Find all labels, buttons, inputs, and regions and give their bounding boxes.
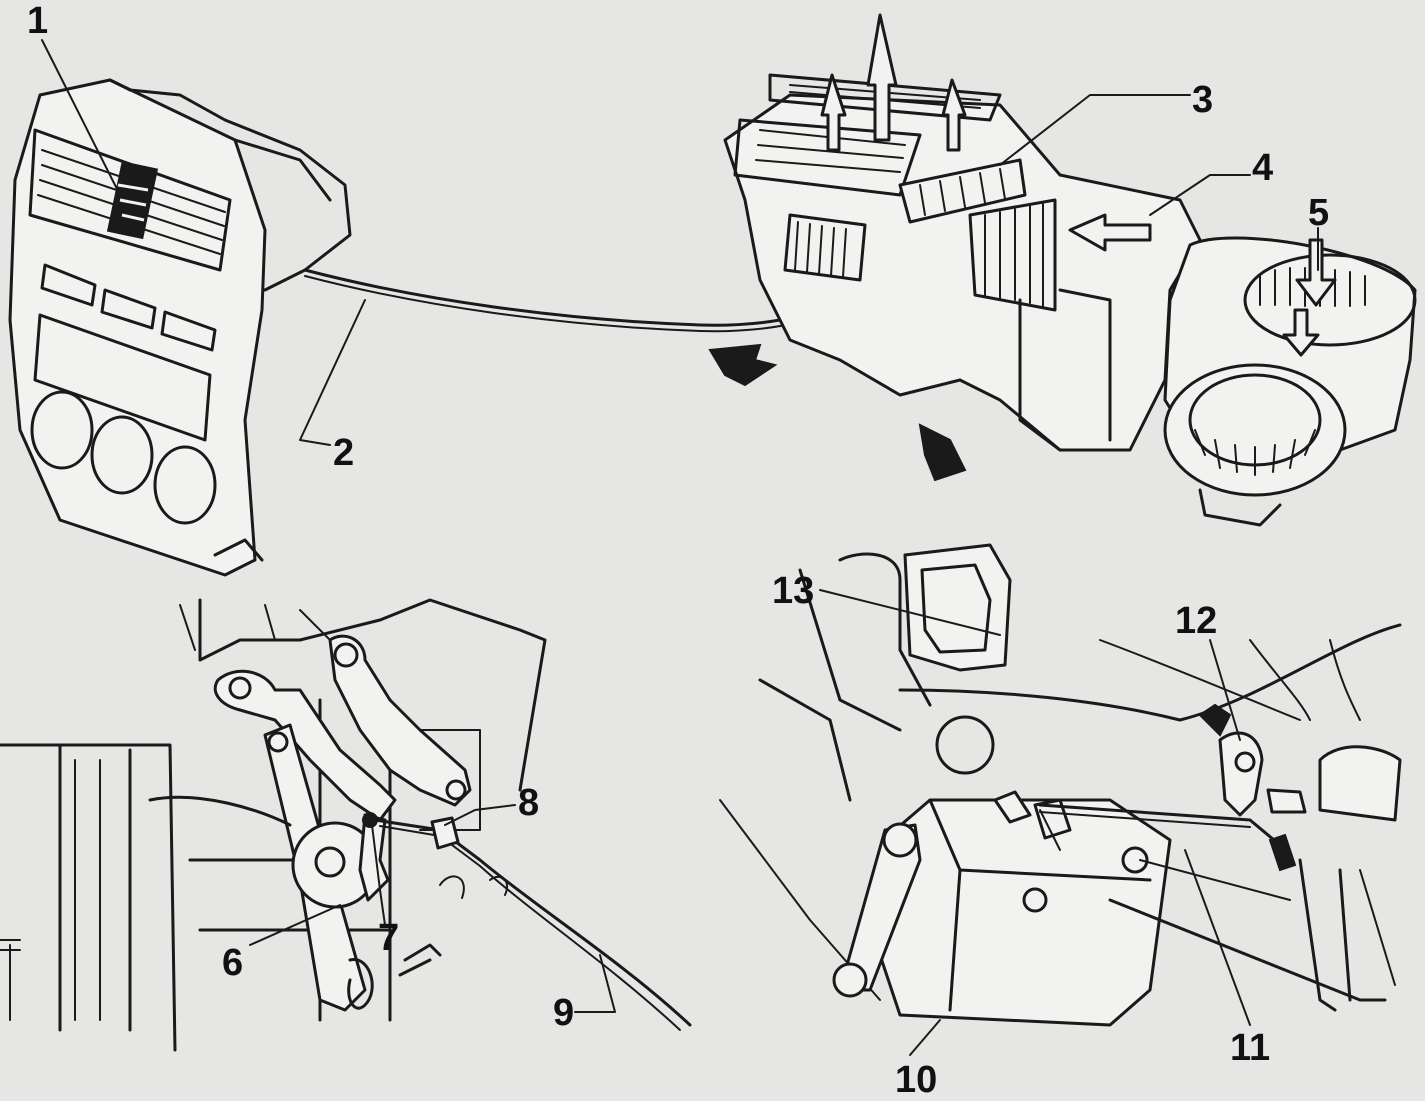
callout-5: 5 [1308,192,1329,234]
leader-lines [41,39,1319,1056]
callout-2: 2 [333,432,354,474]
callout-10: 10 [895,1059,937,1101]
callout-6: 6 [222,942,243,984]
blower-motor [1163,236,1417,527]
actuator-assembly [719,543,1402,1027]
flap-linkage-assembly [0,598,692,1052]
callout-13: 13 [772,570,814,612]
airflow-arrows [708,13,1152,482]
callout-4: 4 [1252,147,1273,189]
control-knobs [30,390,217,525]
callout-11: 11 [1230,1027,1270,1069]
callout-9: 9 [553,992,574,1034]
callout-8: 8 [518,782,539,824]
heater-housing [723,73,1202,452]
callout-1: 1 [27,0,48,42]
callout-3: 3 [1192,79,1213,121]
control-panel-bezel [8,78,352,577]
air-vent-grille [28,128,232,272]
callout-12: 12 [1175,600,1217,642]
callout-7: 7 [378,917,399,959]
